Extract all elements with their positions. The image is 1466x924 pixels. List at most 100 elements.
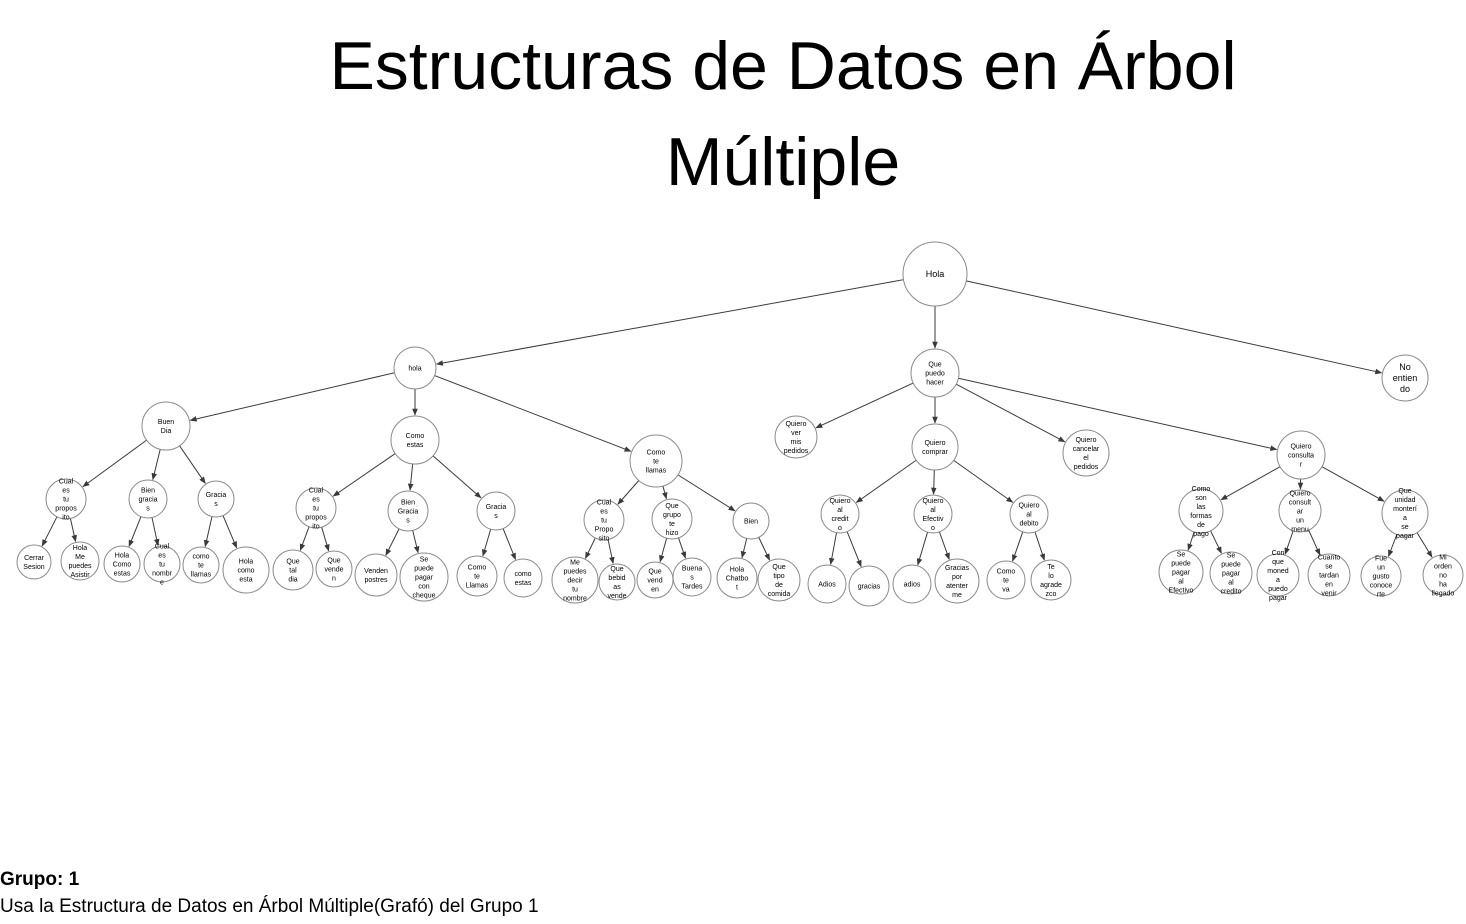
tree-edge bbox=[740, 538, 748, 559]
tree-node-label: hola bbox=[408, 365, 421, 372]
tree-node-circle bbox=[583, 499, 625, 541]
tree-edge bbox=[502, 528, 516, 561]
tree-edge bbox=[677, 474, 736, 512]
page-title: Estructuras de Datos en Árbol Múltiple bbox=[283, 18, 1283, 210]
tree-node-circle bbox=[732, 502, 770, 540]
tree-node-circle bbox=[820, 494, 860, 534]
tree-node-circle bbox=[128, 479, 168, 519]
tree-node-circle bbox=[910, 348, 960, 398]
tree-node-circle bbox=[774, 415, 818, 459]
tree-node-circle bbox=[1381, 489, 1429, 537]
tree-edge bbox=[151, 449, 161, 481]
tree-edge bbox=[930, 469, 937, 495]
tree-node-circle bbox=[182, 546, 220, 584]
tree-node-circle bbox=[143, 545, 181, 583]
tree-edge bbox=[1284, 530, 1294, 555]
tree-node-bien: Bien bbox=[732, 502, 770, 540]
tree-edge bbox=[412, 530, 420, 554]
tree-node-circle bbox=[598, 563, 636, 601]
tree-node-circle bbox=[1030, 559, 1072, 601]
tree-edge bbox=[435, 279, 904, 366]
tree-node-adios: adios bbox=[892, 564, 932, 604]
tree-node-circle bbox=[103, 545, 141, 583]
tree-node-circle bbox=[1209, 551, 1253, 595]
tree-edge bbox=[481, 529, 492, 557]
tree-node-label: Bien bbox=[744, 518, 758, 525]
tree-node-circle bbox=[1422, 554, 1464, 596]
tree-edge bbox=[407, 463, 414, 491]
tree-node-circle bbox=[476, 491, 516, 531]
tree-node-label: gracias bbox=[858, 583, 881, 590]
tree-edge bbox=[758, 537, 771, 561]
tree-edge bbox=[829, 532, 838, 566]
tree-node-circle bbox=[651, 498, 693, 540]
tree-node-circle bbox=[716, 557, 758, 599]
tree-edge bbox=[662, 485, 668, 500]
tree-edge bbox=[966, 280, 1383, 375]
tree-edge bbox=[299, 526, 310, 551]
tree-edge bbox=[41, 516, 58, 547]
tree-node-circle bbox=[672, 557, 712, 597]
tree-edge bbox=[617, 480, 640, 505]
tree-edge bbox=[151, 517, 160, 547]
tree-edge bbox=[815, 382, 914, 429]
tree-edge bbox=[434, 375, 632, 452]
tree-edge bbox=[82, 439, 147, 488]
tree-edge bbox=[659, 538, 668, 563]
tree-node-circle bbox=[272, 549, 314, 591]
tree-node-circle bbox=[551, 556, 599, 604]
tree-node-circle bbox=[295, 487, 337, 529]
tree-node-circle bbox=[913, 494, 953, 534]
tree-node-circle bbox=[399, 552, 449, 602]
tree-node-circle bbox=[1360, 555, 1402, 597]
tree-node-circle bbox=[1278, 489, 1322, 533]
tree-edge bbox=[385, 528, 400, 556]
tree-edge bbox=[432, 455, 482, 499]
